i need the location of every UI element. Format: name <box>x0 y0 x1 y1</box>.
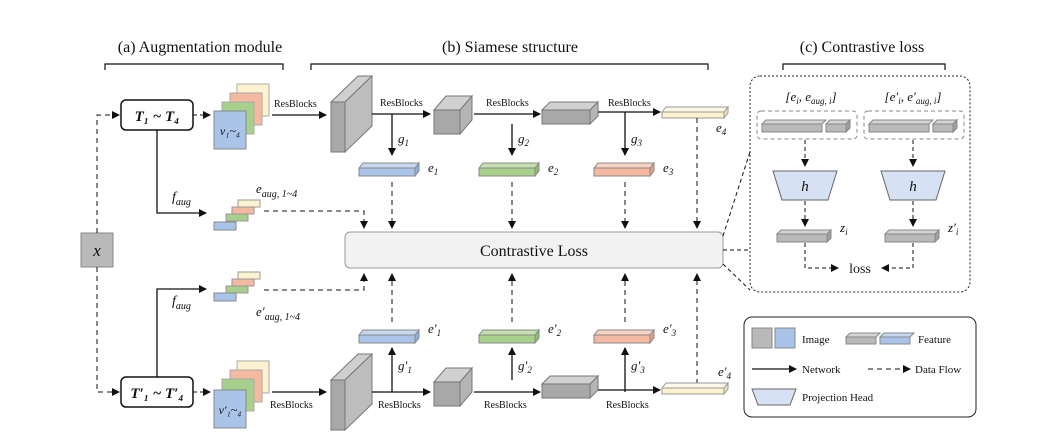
feature-e1-top <box>357 161 421 178</box>
e2-label-bottom: e′2 <box>548 321 562 338</box>
legend-frame <box>743 316 977 418</box>
pair-label-left: [ei, eaug, i] <box>785 89 836 106</box>
e2-label-top: e2 <box>548 160 559 177</box>
feature-block-3-bottom <box>540 374 600 400</box>
resblocks-label-2: ResBlocks <box>380 98 423 109</box>
feature-e2-top <box>477 161 541 178</box>
section-title-siamese: (b) Siamese structure <box>442 39 578 56</box>
feature-e2-bottom <box>477 328 541 345</box>
dataflow-z-right-to-loss <box>881 243 914 272</box>
pair-box-left <box>756 110 858 140</box>
resblocks-label-4: ResBlocks <box>608 98 651 109</box>
aug-embedding-label-bottom: e′aug, 1~4 <box>256 304 300 323</box>
legend-feature-label: Feature <box>918 334 951 346</box>
feature-block-2-bottom <box>432 366 474 408</box>
g3-label-top: g3 <box>631 131 643 148</box>
head-label-left: h <box>801 179 809 195</box>
input-x-box <box>80 232 114 268</box>
aug-embedding-stack-top <box>213 199 261 231</box>
feature-z-right <box>883 228 941 244</box>
feature-e4-bottom <box>660 381 730 396</box>
feature-block-1-bottom <box>329 352 374 432</box>
input-x-label: x <box>92 241 101 260</box>
g2-label-bottom: g′2 <box>518 358 532 375</box>
feature-e3-top <box>592 161 656 178</box>
network-faug-top <box>156 130 207 217</box>
legend-dataflow-label: Data Flow <box>915 364 961 376</box>
legend-feature-icon <box>844 332 916 345</box>
e3-label-top: e3 <box>663 160 674 177</box>
resblocks-label-5: ResBlocks <box>270 400 313 411</box>
transform-label-bottom: T′₁ ~ T′₄ <box>130 386 183 402</box>
dataflow-z-left-to-loss <box>804 243 839 272</box>
head-label-right: h <box>909 179 917 195</box>
resblocks-label-3: ResBlocks <box>486 98 529 109</box>
feature-block-2-top <box>432 94 474 136</box>
legend-projection-head-label: Projection Head <box>802 392 874 404</box>
legend-image-label: Image <box>802 334 830 346</box>
g3-label-bottom: g′3 <box>631 358 645 375</box>
feature-e3-bottom <box>592 328 656 345</box>
view-label-top: v₁~₄ <box>220 124 240 138</box>
pair-features-right <box>867 118 959 134</box>
transform-label-top: T₁ ~ T₄ <box>135 109 180 125</box>
aug-embedding-stack-bottom <box>213 271 261 302</box>
loss-label: loss <box>849 262 871 277</box>
z-label-right: z′i <box>947 220 959 237</box>
feature-block-3-top <box>540 100 600 126</box>
e4-label-top: e4 <box>716 120 727 137</box>
view-stack-bottom: v′₁~₄ <box>213 360 270 429</box>
feature-e4-top <box>660 105 730 120</box>
legend-network-label: Network <box>802 364 841 376</box>
faug-label-bottom: faug <box>172 294 191 312</box>
projection-head-right <box>880 170 946 201</box>
g1-label-top: g1 <box>398 131 409 148</box>
pair-box-right <box>863 110 965 140</box>
bracket-augmentation <box>104 63 284 70</box>
e3-label-bottom: e′3 <box>663 321 677 338</box>
dataflow-aug-bottom-to-loss <box>264 273 368 291</box>
resblocks-label-7: ResBlocks <box>484 400 527 411</box>
z-label-left: zi <box>839 220 848 237</box>
view-label-bottom: v′₁~₄ <box>219 403 242 417</box>
projection-head-left <box>772 170 838 201</box>
resblocks-label-8: ResBlocks <box>606 400 649 411</box>
feature-e1-bottom <box>357 328 421 345</box>
g1-label-bottom: g′1 <box>398 358 412 375</box>
e1-label-bottom: e′1 <box>428 321 441 338</box>
zoom-line-bottom <box>722 263 751 291</box>
resblocks-label-1: ResBlocks <box>274 99 317 110</box>
bracket-siamese <box>310 63 709 70</box>
dataflow-aug-top-to-loss <box>264 210 368 229</box>
legend-projection-head-icon <box>751 388 797 406</box>
legend-image-gray <box>751 327 773 349</box>
legend-image-blue <box>774 327 796 349</box>
e4-label-bottom: e′4 <box>718 364 732 381</box>
view-stack-top: v₁~₄ <box>213 83 270 150</box>
feature-z-left <box>775 228 833 244</box>
section-title-contrastive: (c) Contrastive loss <box>800 39 924 56</box>
section-title-augmentation: (a) Augmentation module <box>118 39 282 56</box>
pair-features-left <box>760 118 852 134</box>
aug-embedding-label-top: eaug, 1~4 <box>256 181 297 200</box>
e1-label-top: e1 <box>428 160 438 177</box>
g2-label-top: g2 <box>518 131 530 148</box>
contrastive-loss-label: Contrastive Loss <box>480 243 588 260</box>
dataflow-x-to-top <box>96 111 120 233</box>
resblocks-label-6: ResBlocks <box>378 400 421 411</box>
bracket-contrastive <box>782 63 946 70</box>
faug-label-top: faug <box>172 190 191 208</box>
dataflow-x-to-bottom <box>96 267 120 396</box>
network-faug-bottom <box>156 285 207 377</box>
feature-block-1-top <box>329 74 374 154</box>
pair-label-right: [e′i, e′aug, i] <box>885 89 942 106</box>
